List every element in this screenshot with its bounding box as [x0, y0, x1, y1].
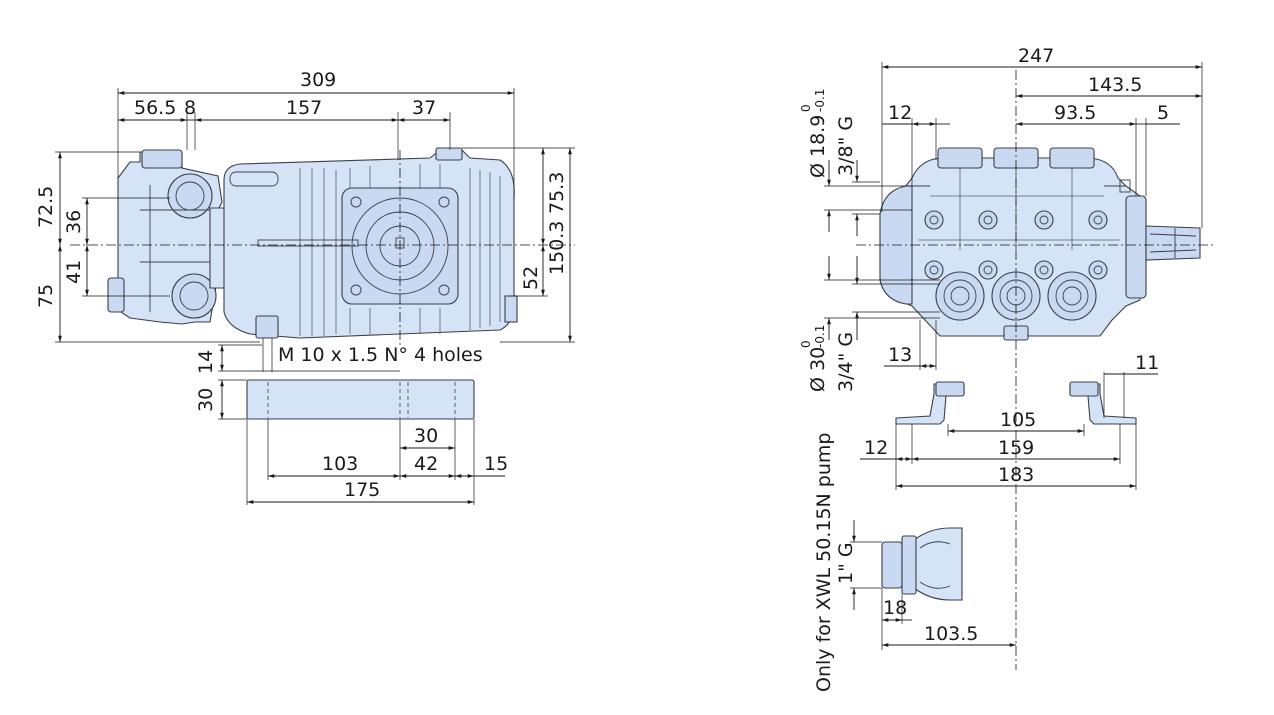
dim-11: 11 — [1135, 352, 1159, 374]
dim-56-5: 56.5 — [134, 97, 176, 119]
dim-13: 13 — [888, 344, 912, 366]
dim-36: 36 — [63, 210, 85, 234]
dim-5: 5 — [1157, 102, 1169, 124]
dim-41: 41 — [63, 260, 85, 284]
dim-159: 159 — [998, 437, 1034, 459]
mount-holes-note: M 10 x 1.5 N° 4 holes — [278, 344, 483, 366]
dim-150-3: 150.3 — [546, 221, 568, 275]
detail-view: 1" G 18 103.5 Only for XWL 50.15N pump — [813, 433, 1016, 692]
detail-thread: 1" G — [835, 542, 857, 584]
dim-8: 8 — [184, 97, 196, 119]
dim-183: 183 — [998, 464, 1034, 486]
inlet-diameter: Ø 18.9 — [807, 115, 829, 178]
dim-75-3: 75.3 — [546, 172, 568, 214]
dim-309: 309 — [300, 69, 336, 91]
side-view-dimensions: 309 56.5 8 157 37 72.5 75 36 41 75.3 150… — [35, 69, 575, 374]
dim-143-5: 143.5 — [1088, 74, 1142, 96]
dim-37: 37 — [412, 97, 436, 119]
dim-93-5: 93.5 — [1054, 102, 1096, 124]
dim-12-foot: 12 — [864, 437, 888, 459]
front-view-dimensions: 247 143.5 12 93.5 5 Ø 18.9 0 -0.1 3/8" G — [799, 45, 1203, 392]
dim-52: 52 — [520, 266, 542, 290]
outlet-tol-upper: 0 — [799, 340, 813, 348]
dim-12-top: 12 — [888, 102, 912, 124]
inlet-tol-upper: 0 — [799, 104, 813, 112]
dim-plate-42: 42 — [414, 453, 438, 475]
front-view-pump — [879, 147, 1201, 341]
outlet-diameter: Ø 30 — [807, 347, 829, 392]
dim-157: 157 — [286, 97, 322, 119]
outlet-thread: 3/4" G — [835, 332, 857, 392]
dim-plate-30: 30 — [414, 425, 438, 447]
dim-103-5: 103.5 — [924, 623, 978, 645]
detail-caption: Only for XWL 50.15N pump — [813, 433, 835, 692]
dim-105: 105 — [1000, 409, 1036, 431]
dim-plate-175: 175 — [344, 479, 380, 501]
mounting-feet: 11 105 12 159 183 — [860, 352, 1159, 490]
dim-75: 75 — [35, 284, 57, 308]
outlet-tol-lower: -0.1 — [813, 325, 827, 348]
dim-18: 18 — [883, 597, 907, 619]
dim-72-5: 72.5 — [35, 186, 57, 228]
dim-14: 14 — [195, 350, 217, 374]
inlet-tol-lower: -0.1 — [813, 89, 827, 112]
dim-247: 247 — [1018, 45, 1054, 67]
dim-plate-15: 15 — [484, 453, 508, 475]
dim-plate-30-h: 30 — [195, 388, 217, 412]
inlet-thread: 3/8" G — [835, 116, 857, 176]
side-view-pump — [107, 147, 518, 339]
dim-plate-103: 103 — [322, 453, 358, 475]
base-plate: 30 30 103 42 15 175 — [195, 379, 508, 505]
